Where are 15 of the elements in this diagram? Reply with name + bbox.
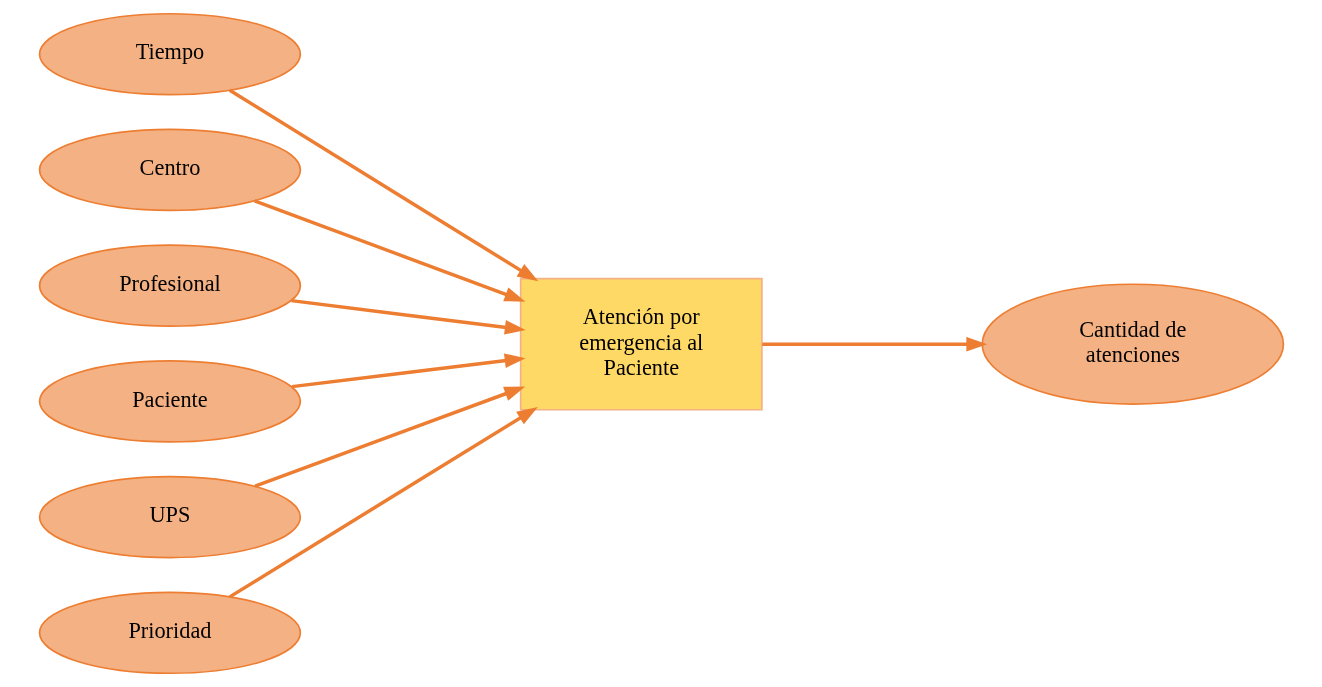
arrow [290,298,526,335]
arrow [228,407,538,599]
node-ellipse: Tiempo [38,12,301,96]
arrow [228,88,538,282]
node-ellipse: Profesional [38,244,301,327]
arrow [291,353,526,389]
node-ellipse: Centro [38,128,301,212]
node-box: Atención por emergencia al Paciente [519,277,763,411]
arrow [254,386,525,488]
node-ellipse: Prioridad [38,591,301,675]
node-ellipse: Cantidad de atenciones [980,283,1284,405]
node-ellipse: Paciente [38,360,301,443]
arrow [253,199,525,302]
node-ellipse: UPS [38,475,301,559]
arrow [761,336,987,352]
